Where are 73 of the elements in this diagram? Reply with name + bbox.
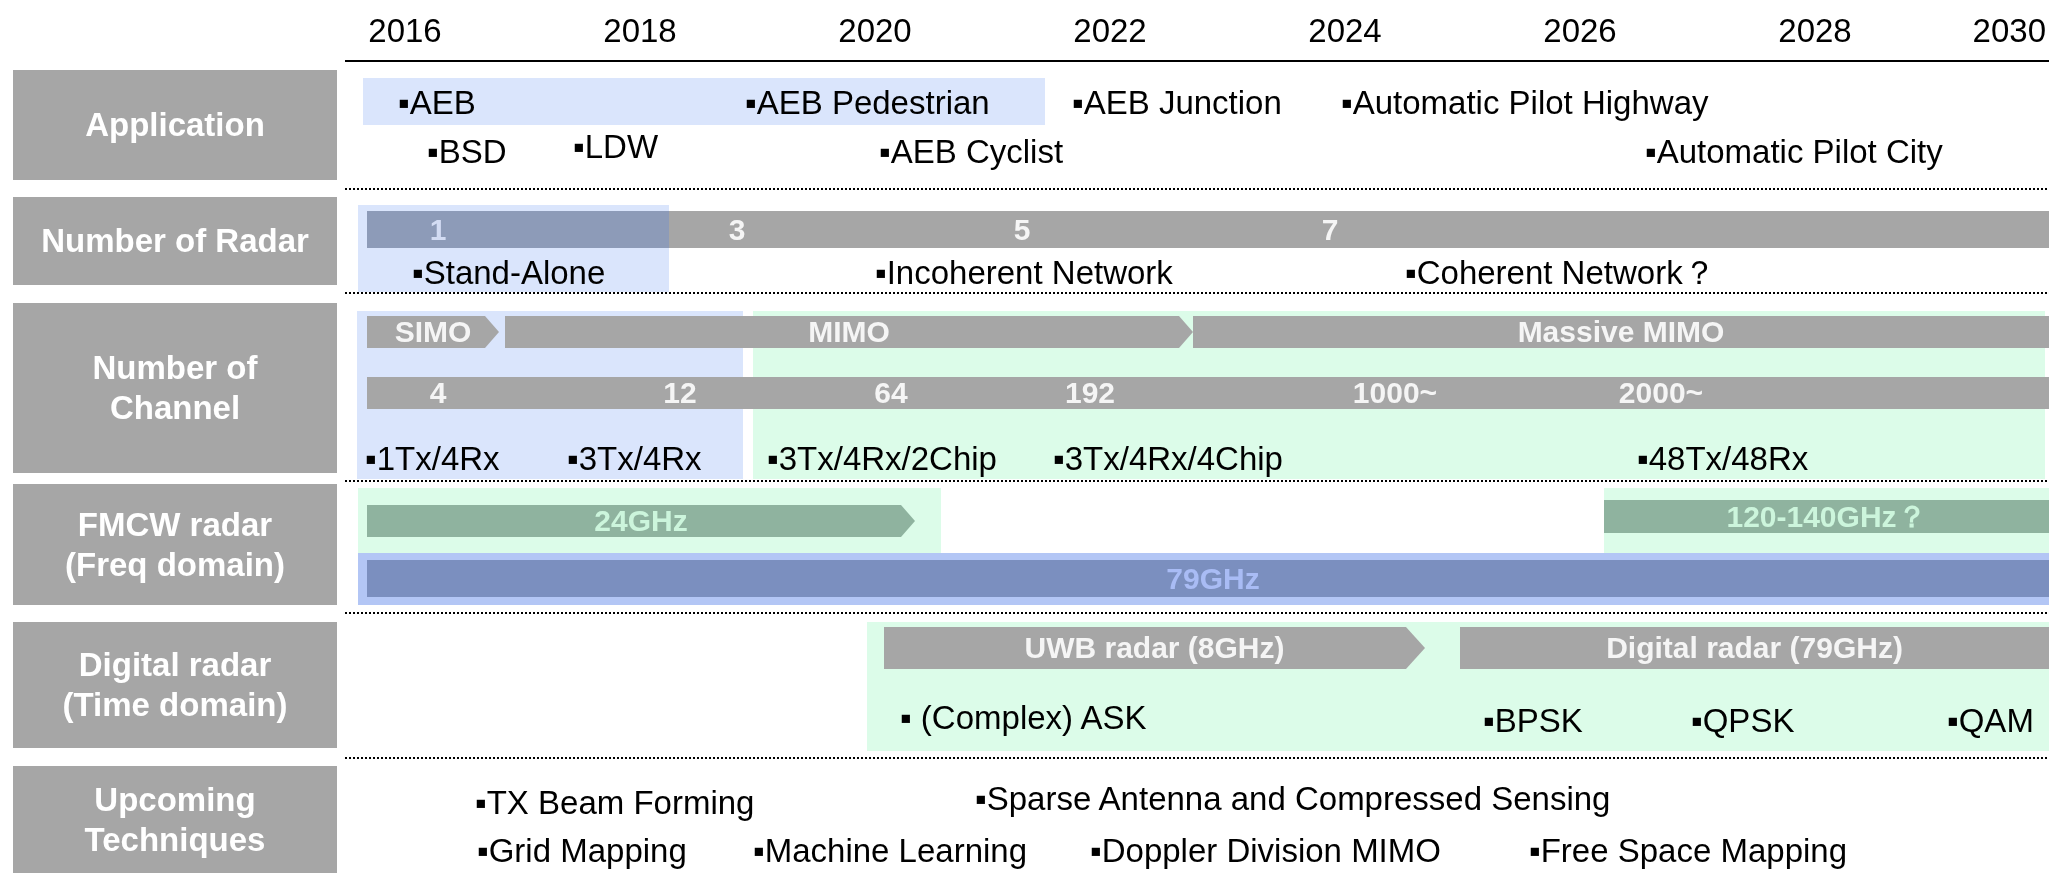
- year-label: 2024: [1308, 12, 1382, 50]
- bar-label: 7: [1321, 212, 1339, 248]
- item-text: ▪AEB: [398, 84, 476, 122]
- row-title: Digital radar (Time domain): [61, 645, 289, 725]
- row-header: [13, 484, 337, 605]
- phase-bar: [505, 316, 1193, 348]
- timeline-bar: [1460, 627, 2049, 669]
- item-text: ▪3Tx/4Rx: [567, 440, 702, 478]
- item-text: ▪Machine Learning: [753, 832, 1028, 870]
- bar-label: 192: [1064, 377, 1116, 409]
- item-text: ▪QAM: [1947, 702, 2034, 740]
- item-text: ▪1Tx/4Rx: [365, 440, 500, 478]
- item-text: ▪BPSK: [1483, 702, 1583, 740]
- item-text: ▪AEB Pedestrian: [745, 84, 990, 122]
- phase-bar: [367, 316, 499, 348]
- item-text: ▪Stand-Alone: [412, 254, 606, 292]
- year-label: 2030: [1972, 12, 2046, 50]
- item-text: ▪Automatic Pilot City: [1645, 133, 1943, 171]
- year-label: 2020: [838, 12, 912, 50]
- row-header: [13, 70, 337, 180]
- bar-label: UWB radar (8GHz): [1024, 630, 1285, 666]
- bar-label: SIMO: [394, 316, 472, 348]
- row-header: [13, 622, 337, 748]
- year-label: 2026: [1543, 12, 1617, 50]
- bar-label: 64: [874, 377, 908, 409]
- bar-label: 12: [663, 377, 697, 409]
- bar-label: 1000~: [1352, 377, 1438, 409]
- item-text: ▪Coherent Network？: [1405, 254, 1716, 292]
- item-text: ▪Automatic Pilot Highway: [1341, 84, 1709, 122]
- item-text: ▪Doppler Division MIMO: [1090, 832, 1441, 870]
- bar-label: 1: [429, 212, 447, 248]
- item-text: ▪QPSK: [1691, 702, 1795, 740]
- bar-label: Digital radar (79GHz): [1606, 630, 1903, 666]
- timeline-bar: [367, 377, 2049, 409]
- timeline-bar: [367, 211, 2049, 248]
- row-title: Number of Radar: [41, 221, 309, 261]
- bar-label: 5: [1013, 212, 1031, 248]
- year-label: 2022: [1073, 12, 1147, 50]
- bar-label: 3: [728, 212, 746, 248]
- timeline-bar: [367, 560, 2049, 597]
- item-text: ▪Sparse Antenna and Compressed Sensing: [975, 780, 1611, 818]
- bar-label: 24GHz: [594, 505, 688, 537]
- item-text: ▪Free Space Mapping: [1529, 832, 1848, 870]
- item-text: ▪Grid Mapping: [477, 832, 687, 870]
- bar-label: 120-140GHz？: [1726, 500, 1927, 533]
- bar-label: 4: [429, 377, 447, 409]
- item-text: ▪3Tx/4Rx/2Chip: [767, 440, 997, 478]
- row-title: FMCW radar (Freq domain): [64, 504, 286, 585]
- row-header: [13, 197, 337, 285]
- phase-bar: [884, 627, 1425, 669]
- row-header: [13, 303, 337, 473]
- item-text: ▪48Tx/48Rx: [1637, 440, 1809, 478]
- row-header: [13, 766, 337, 873]
- item-text: ▪BSD: [427, 133, 507, 171]
- year-label: 2018: [603, 12, 677, 50]
- timeline-bar: [1193, 316, 2049, 348]
- bar-label: Massive MIMO: [1517, 316, 1725, 348]
- bar-label: MIMO: [808, 316, 890, 348]
- item-text: ▪TX Beam Forming: [475, 784, 755, 822]
- row-title: Upcoming Techniques: [83, 779, 267, 860]
- row-title: Application: [85, 105, 265, 145]
- item-text: ▪Incoherent Network: [875, 254, 1173, 292]
- bar-label: 2000~: [1618, 377, 1704, 409]
- year-label: 2028: [1778, 12, 1852, 50]
- phase-bar: [367, 505, 915, 537]
- item-text: ▪AEB Junction: [1072, 84, 1282, 122]
- row-title: Number of Channel: [91, 348, 259, 428]
- item-text: ▪3Tx/4Rx/4Chip: [1053, 440, 1283, 478]
- year-label: 2016: [368, 12, 442, 50]
- item-text: ▪LDW: [573, 128, 659, 166]
- item-text: ▪ (Complex) ASK: [900, 699, 1147, 737]
- item-text: ▪AEB Cyclist: [879, 133, 1064, 171]
- timeline-bar: [1604, 500, 2049, 533]
